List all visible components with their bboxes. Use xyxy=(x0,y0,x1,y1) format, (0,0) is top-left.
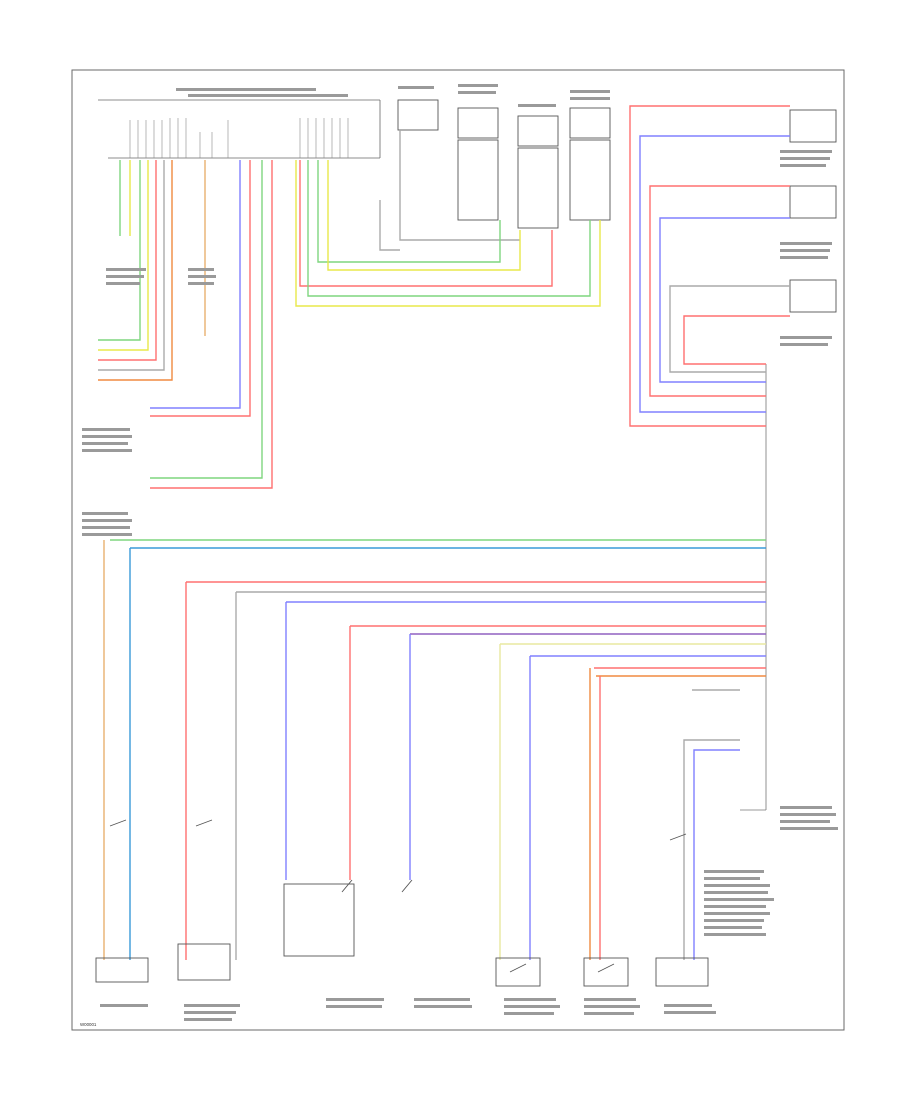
switch-symbols xyxy=(109,819,687,973)
right-connector-column xyxy=(740,363,767,811)
page-code: W00001 xyxy=(80,1022,97,1027)
center-sensor-connectors xyxy=(397,99,611,229)
top-left-connector-block xyxy=(98,88,381,159)
left-component-labels xyxy=(82,268,216,536)
bottom-component-labels xyxy=(100,806,838,1021)
wire-bundle-bottom xyxy=(185,582,740,960)
diagram-frame xyxy=(71,69,845,1031)
wire-bundle-right-top xyxy=(629,105,790,427)
connector-pin-ticks xyxy=(129,118,349,158)
wire-bundle-left xyxy=(98,160,273,489)
wire-bundle-center xyxy=(295,130,601,307)
right-relays xyxy=(789,109,837,313)
connector-pin-labels xyxy=(176,88,348,97)
wire-bundle-middle xyxy=(103,539,766,960)
bottom-components xyxy=(95,883,709,987)
right-relay-labels xyxy=(780,150,832,346)
center-connector-labels xyxy=(398,84,610,107)
